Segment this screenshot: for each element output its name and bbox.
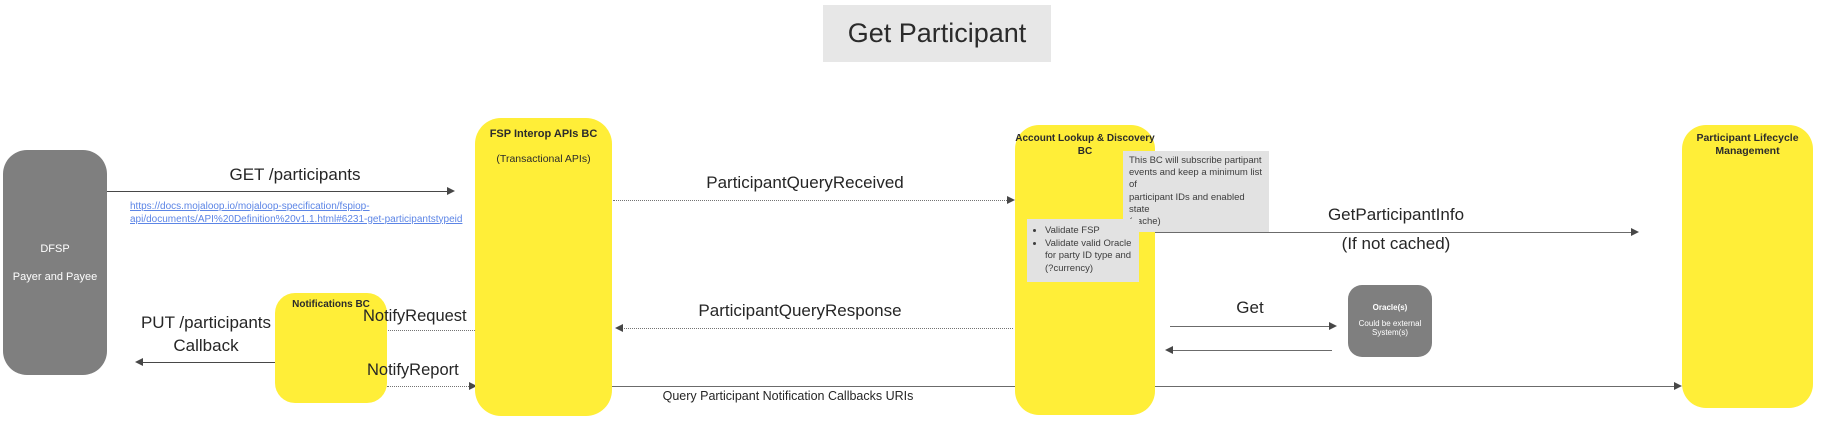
note-subscribe-line1: This BC will subscribe partipant bbox=[1129, 155, 1262, 166]
notify-report-label: NotifyReport bbox=[367, 361, 459, 379]
spec-link-line1[interactable]: https://docs.mojaloop.io/mojaloop-specif… bbox=[130, 201, 370, 212]
note-subscribe-line4: (cache) bbox=[1129, 216, 1161, 228]
notify-report-arrow bbox=[387, 382, 477, 390]
actor-notifications-bc: Notifications BC bbox=[275, 293, 387, 403]
dfsp-name: DFSP bbox=[40, 242, 70, 255]
dfsp-role: Payer and Payee bbox=[12, 270, 98, 283]
oracle-get-arrow bbox=[1170, 322, 1337, 330]
note-validate: Validate FSP Validate valid Oracle for p… bbox=[1027, 219, 1139, 282]
note-validate-item1: Validate FSP bbox=[1045, 225, 1135, 237]
actor-participant-lifecycle-management: Participant Lifecycle Management bbox=[1682, 125, 1813, 408]
if-not-cached-label: (If not cached) bbox=[1341, 234, 1451, 253]
put-participants-label-line1: PUT /participants bbox=[140, 313, 272, 332]
participant-query-received-arrow bbox=[613, 196, 1015, 204]
put-participants-arrow bbox=[135, 358, 275, 366]
note-subscribe-line3: participant IDs and enabled state bbox=[1129, 191, 1245, 215]
participant-query-response-label: ParticipantQueryResponse bbox=[698, 301, 902, 320]
note-validate-item2: Validate valid Oracle for party ID type … bbox=[1045, 238, 1135, 275]
fsp-interop-title: FSP Interop APIs BC bbox=[489, 128, 598, 140]
account-lookup-title-line2: BC bbox=[1077, 146, 1093, 157]
get-participants-arrow bbox=[107, 187, 455, 195]
diagram-title: Get Participant bbox=[823, 5, 1051, 62]
account-lookup-title-line1: Account Lookup & Discovery bbox=[1015, 133, 1155, 144]
plm-title-line2: Management bbox=[1715, 145, 1780, 157]
fsp-interop-subtitle: (Transactional APIs) bbox=[496, 153, 591, 165]
participant-query-received-label: ParticipantQueryReceived bbox=[706, 173, 904, 192]
oracle-get-label: Get bbox=[1236, 298, 1264, 317]
notifications-title: Notifications BC bbox=[292, 299, 370, 310]
plm-title-line1: Participant Lifecycle bbox=[1696, 132, 1799, 144]
note-subscribe-line2: events and keep a minimum list of bbox=[1129, 167, 1263, 191]
notify-request-arrow bbox=[371, 326, 475, 334]
oracle-return-arrow bbox=[1165, 346, 1332, 354]
spec-link-line2[interactable]: api/documents/API%20Definition%20v1.1.ht… bbox=[130, 213, 463, 225]
oracle-title: Oracle(s) bbox=[1372, 303, 1408, 312]
get-participant-info-arrow bbox=[1155, 228, 1639, 236]
put-participants-label-line2: Callback bbox=[173, 336, 239, 355]
query-callbacks-label: Query Participant Notification Callbacks… bbox=[662, 389, 914, 403]
spec-link[interactable]: https://docs.mojaloop.io/mojaloop-specif… bbox=[130, 201, 470, 226]
participant-query-response-arrow bbox=[615, 324, 1013, 332]
notify-request-label: NotifyRequest bbox=[363, 307, 467, 325]
actor-dfsp: DFSP Payer and Payee bbox=[3, 150, 107, 375]
actor-fsp-interop-apis-bc: FSP Interop APIs BC (Transactional APIs) bbox=[475, 118, 612, 416]
oracle-subtitle: Could be external System(s) bbox=[1358, 319, 1422, 337]
get-participants-label: GET /participants bbox=[229, 165, 361, 184]
actor-oracle: Oracle(s) Could be external System(s) bbox=[1348, 285, 1432, 357]
get-participant-info-label: GetParticipantInfo bbox=[1327, 205, 1465, 224]
note-subscribe-cache: This BC will subscribe partipant events … bbox=[1123, 151, 1269, 233]
